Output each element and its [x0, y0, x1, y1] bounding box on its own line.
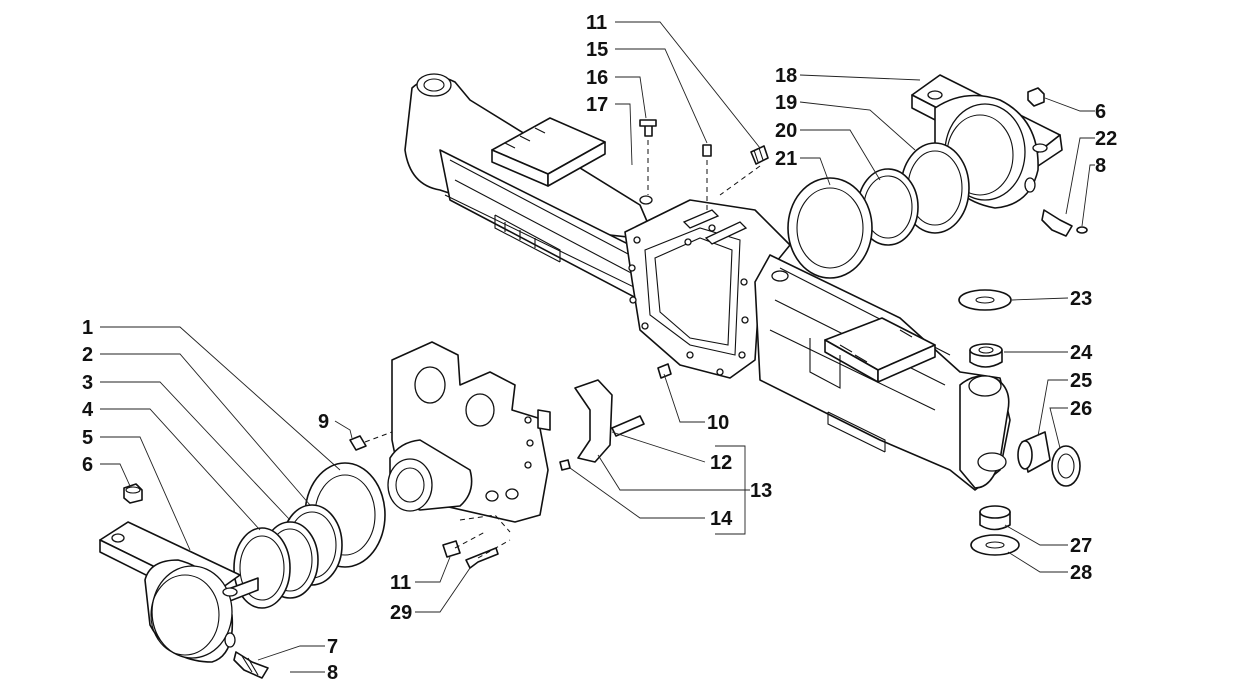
callout-12: 12 — [710, 452, 732, 474]
callout-3: 3 — [82, 372, 93, 394]
centre-small-parts — [349, 119, 769, 569]
left-bearing-clamp — [99, 521, 259, 663]
callout-22: 22 — [1095, 128, 1117, 150]
callout-6-left: 6 — [82, 454, 93, 476]
callout-10: 10 — [707, 412, 729, 434]
callout-7: 7 — [327, 636, 338, 658]
callout-13: 13 — [750, 480, 772, 502]
callout-29: 29 — [390, 602, 412, 624]
callout-20: 20 — [775, 120, 797, 142]
callout-26: 26 — [1070, 398, 1092, 420]
callout-23: 23 — [1070, 288, 1092, 310]
callout-11-top: 11 — [586, 12, 607, 34]
steering-knuckle — [387, 341, 551, 523]
callout-16: 16 — [586, 67, 608, 89]
callout-24: 24 — [1070, 342, 1093, 364]
callout-18: 18 — [775, 65, 797, 87]
callout-8-right: 8 — [1095, 155, 1106, 177]
left-fasteners — [123, 483, 269, 679]
callout-5: 5 — [82, 427, 93, 449]
callout-14: 14 — [710, 508, 733, 530]
callout-27: 27 — [1070, 535, 1092, 557]
callout-2: 2 — [82, 344, 93, 366]
callout-1: 1 — [82, 317, 93, 339]
callout-19: 19 — [775, 92, 797, 114]
callout-15: 15 — [586, 39, 608, 61]
leader-lines — [100, 21, 1095, 673]
callout-28: 28 — [1070, 562, 1092, 584]
right-small-parts — [958, 289, 1081, 556]
callout-8-left: 8 — [327, 662, 338, 680]
callout-25: 25 — [1070, 370, 1092, 392]
callout-4: 4 — [82, 399, 94, 421]
axle-housing — [404, 73, 1011, 491]
callout-6-right: 6 — [1095, 101, 1106, 123]
right-bearing-clamp — [787, 74, 1088, 279]
callout-9: 9 — [318, 411, 329, 433]
callout-17: 17 — [586, 94, 608, 116]
callout-labels: 1 2 3 4 5 6 6 7 8 8 9 10 11 11 12 13 14 … — [82, 12, 1117, 680]
callout-11-bottom: 11 — [390, 572, 411, 594]
callout-21: 21 — [775, 148, 797, 170]
